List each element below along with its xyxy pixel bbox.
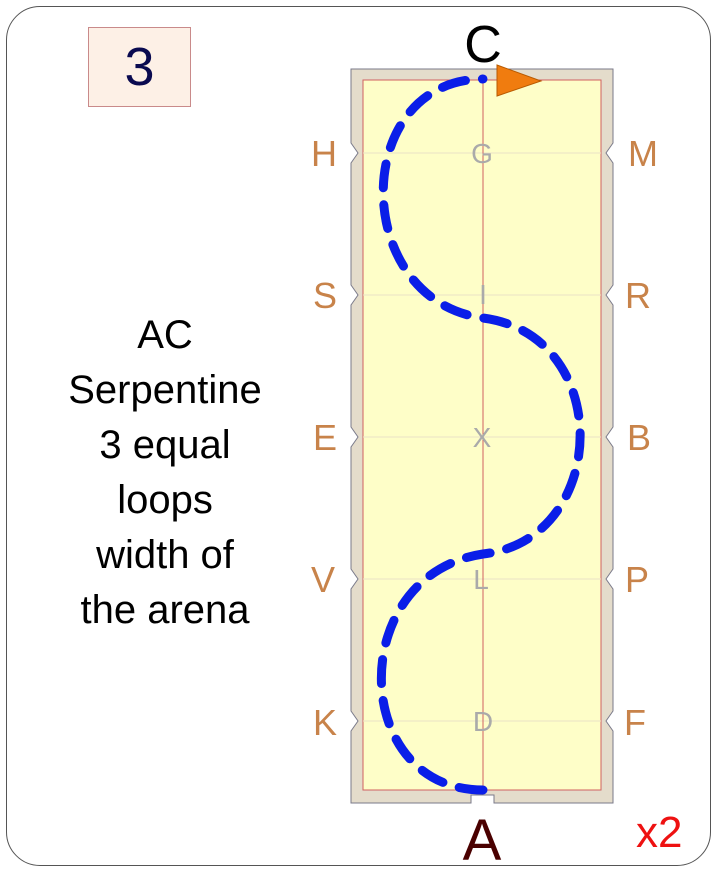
letter-h: H bbox=[311, 133, 337, 174]
letter-p: P bbox=[625, 559, 649, 600]
letter-f: F bbox=[624, 702, 646, 743]
arena-surface bbox=[362, 79, 602, 791]
letter-x: X bbox=[473, 422, 492, 453]
figure-number: 3 bbox=[124, 37, 155, 97]
letter-g: G bbox=[471, 138, 493, 169]
arena-grid-lines bbox=[363, 152, 601, 722]
letter-r: R bbox=[625, 275, 651, 316]
description-line-5: width of bbox=[96, 533, 234, 577]
letter-a: A bbox=[463, 808, 502, 872]
description-line-2: Serpentine bbox=[68, 368, 262, 412]
description-line-6: the arena bbox=[80, 588, 250, 632]
description-line-1: AC bbox=[137, 313, 193, 357]
letter-k: K bbox=[313, 702, 337, 743]
figure-number-box: 3 bbox=[88, 27, 191, 107]
letter-c: C bbox=[464, 16, 502, 74]
movement-description: AC Serpentine 3 equal loops width of the… bbox=[30, 308, 300, 638]
letter-e: E bbox=[313, 417, 337, 458]
direction-arrow bbox=[496, 64, 543, 97]
letter-s: S bbox=[313, 275, 337, 316]
letter-l: L bbox=[473, 564, 489, 595]
letter-d: D bbox=[473, 706, 493, 737]
repeat-count: x2 bbox=[636, 808, 683, 857]
letter-v: V bbox=[311, 559, 335, 600]
letter-b: B bbox=[627, 417, 651, 458]
description-line-3: 3 equal bbox=[99, 423, 231, 467]
letter-m: M bbox=[628, 133, 658, 174]
description-line-4: loops bbox=[117, 478, 213, 522]
letter-i: I bbox=[479, 279, 487, 310]
serpentine-route bbox=[376, 74, 585, 795]
